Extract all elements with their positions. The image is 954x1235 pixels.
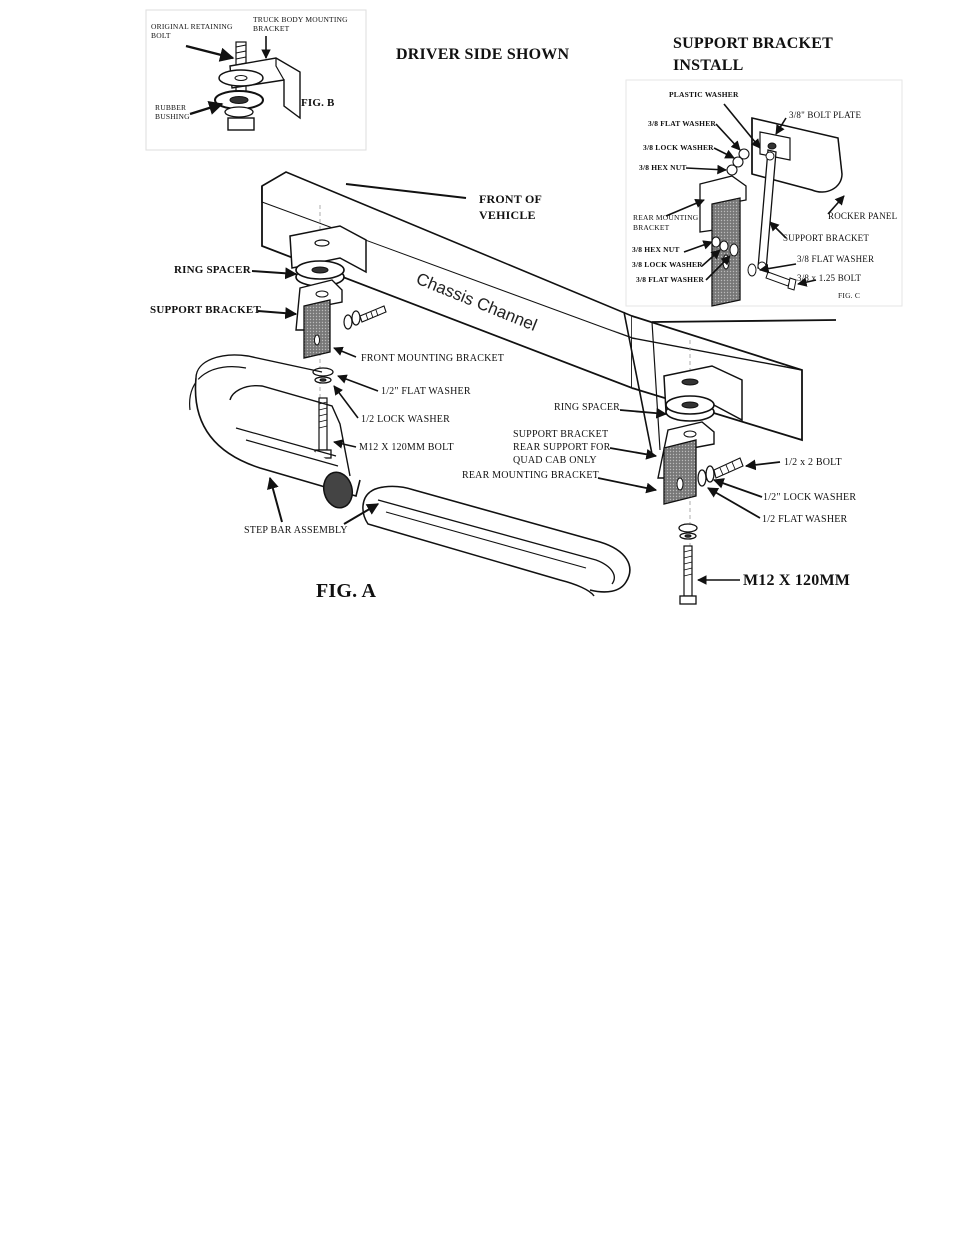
half-flat-washer-rear-label: 1/2 FLAT WASHER xyxy=(762,514,848,525)
fig-a-main: Chassis Channel xyxy=(189,171,837,605)
bolt-38-125-label: 3/8 x 1.25 BOLT xyxy=(797,273,862,283)
m12-bolt-label: M12 X 120MM BOLT xyxy=(359,442,454,453)
rear-mount-c-label-1: REAR MOUNTING xyxy=(633,213,699,222)
rear-side-bolt xyxy=(697,457,744,487)
step-bar-assembly xyxy=(189,354,631,597)
lock-washer-38-label: 3/8 LOCK WASHER xyxy=(643,143,714,152)
fig-c-rear-mounting-bracket xyxy=(699,175,747,307)
flat-washer-38-label: 3/8 FLAT WASHER xyxy=(648,119,717,128)
fig-b-caption: FIG. B xyxy=(301,97,335,109)
support-install-heading-1: SUPPORT BRACKET xyxy=(673,35,833,52)
front-side-bolt xyxy=(343,305,387,330)
fig-c-lower-hardware xyxy=(711,236,797,291)
rubber-bushing-label-2: BUSHING xyxy=(155,112,190,121)
flat-washer-38-right-label: 3/8 FLAT WASHER xyxy=(797,254,875,264)
support-bracket-front-label: SUPPORT BRACKET xyxy=(150,304,261,316)
half-x2-bolt-label: 1/2 x 2 BOLT xyxy=(784,457,842,468)
half-lock-washer-rear-label: 1/2" LOCK WASHER xyxy=(763,492,857,503)
support-bracket-rear xyxy=(657,421,715,505)
ring-spacer-rear xyxy=(665,395,715,422)
fig-b-inset xyxy=(145,9,367,151)
front-lower-washers xyxy=(312,367,334,384)
exploded-assembly-diagram: Chassis Channel xyxy=(145,9,903,605)
half-lock-washer-label: 1/2 LOCK WASHER xyxy=(361,414,450,425)
rear-mounting-bracket-label: REAR MOUNTING BRACKET xyxy=(462,470,599,481)
rocker-panel-label: ROCKER PANEL xyxy=(828,211,898,221)
fig-c-upper-hardware xyxy=(726,148,750,176)
support-bracket-c-label: SUPPORT BRACKET xyxy=(783,233,870,243)
ring-spacer-front-label: RING SPACER xyxy=(174,264,251,276)
half-flat-washer-label: 1/2" FLAT WASHER xyxy=(381,386,471,397)
rear-lower-washers xyxy=(678,523,698,540)
m12-big-label: M12 X 120MM xyxy=(743,572,851,589)
flat-washer-38-b-label: 3/8 FLAT WASHER xyxy=(636,275,705,284)
front-of-vehicle-label-1: FRONT OF xyxy=(479,192,543,206)
front-mounting-bracket-label: FRONT MOUNTING BRACKET xyxy=(361,353,505,364)
rear-mount-c-label-2: BRACKET xyxy=(633,223,670,232)
ring-spacer-rear-label: RING SPACER xyxy=(554,402,621,413)
truck-body-label-2: BRACKET xyxy=(253,24,290,33)
hex-nut-38-b-label: 3/8 HEX NUT xyxy=(632,245,680,254)
front-of-vehicle-label-2: VEHICLE xyxy=(479,208,536,222)
original-bolt-label-1: ORIGINAL RETAINING xyxy=(151,22,233,31)
bolt-plate-label: 3/8" BOLT PLATE xyxy=(789,110,862,120)
truck-body-label-1: TRUCK BODY MOUNTING xyxy=(253,15,348,24)
upper-washer xyxy=(218,69,264,87)
fig-a-caption: FIG. A xyxy=(316,580,377,602)
plastic-washer-label: PLASTIC WASHER xyxy=(669,90,739,99)
support-bracket-rear-label-3: QUAD CAB ONLY xyxy=(513,455,597,466)
support-bracket-front xyxy=(295,279,343,359)
driver-side-heading: DRIVER SIDE SHOWN xyxy=(396,46,570,63)
support-install-heading-2: INSTALL xyxy=(673,57,744,74)
rear-m12-bolt xyxy=(679,545,697,605)
original-bolt-label-2: BOLT xyxy=(151,31,171,40)
support-bracket-rear-label-1: SUPPORT BRACKET xyxy=(513,429,609,440)
lock-washer-38-b-label: 3/8 LOCK WASHER xyxy=(632,260,703,269)
rubber-bushing-label-1: RUBBER xyxy=(155,103,187,112)
ring-spacer-front xyxy=(295,260,345,287)
front-m12-bolt xyxy=(314,397,332,459)
fig-c-inset xyxy=(625,79,903,307)
hex-nut-38-label: 3/8 HEX NUT xyxy=(639,163,687,172)
support-bracket-rear-label-2: REAR SUPPORT FOR xyxy=(513,442,611,453)
fig-c-caption: FIG. C xyxy=(838,291,861,300)
step-bar-assembly-label: STEP BAR ASSEMBLY xyxy=(244,525,348,536)
